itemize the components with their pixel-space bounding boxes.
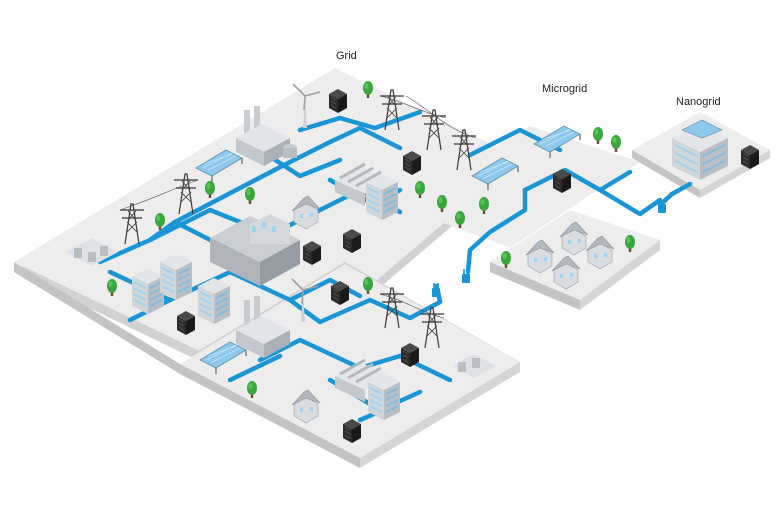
office-icon (365, 173, 399, 221)
transformer-icon (452, 354, 496, 378)
battery-icon (740, 144, 760, 170)
office-icon (367, 373, 401, 421)
nanogrid-label: Nanogrid (676, 96, 721, 108)
power-plant-top (236, 106, 297, 166)
grid-label: Grid (336, 50, 357, 62)
battery-icon (342, 418, 362, 444)
battery-icon (330, 280, 350, 306)
battery-icon (328, 88, 348, 114)
battery-icon (400, 342, 420, 368)
battery-icon (302, 240, 322, 266)
power-plant-bottom (236, 296, 290, 358)
tree-icon (593, 127, 603, 144)
transformer-icon (66, 238, 118, 266)
wind-turbine-icon (292, 83, 321, 128)
microgrid-label: Microgrid (542, 83, 588, 95)
battery-icon (552, 168, 572, 194)
wind-turbine-icon (291, 278, 319, 322)
factory-icon (210, 214, 300, 286)
battery-icon (176, 310, 196, 336)
tree-icon (611, 135, 621, 152)
nanogrid-building (672, 119, 728, 180)
battery-icon (342, 228, 362, 254)
battery-icon (402, 150, 422, 176)
